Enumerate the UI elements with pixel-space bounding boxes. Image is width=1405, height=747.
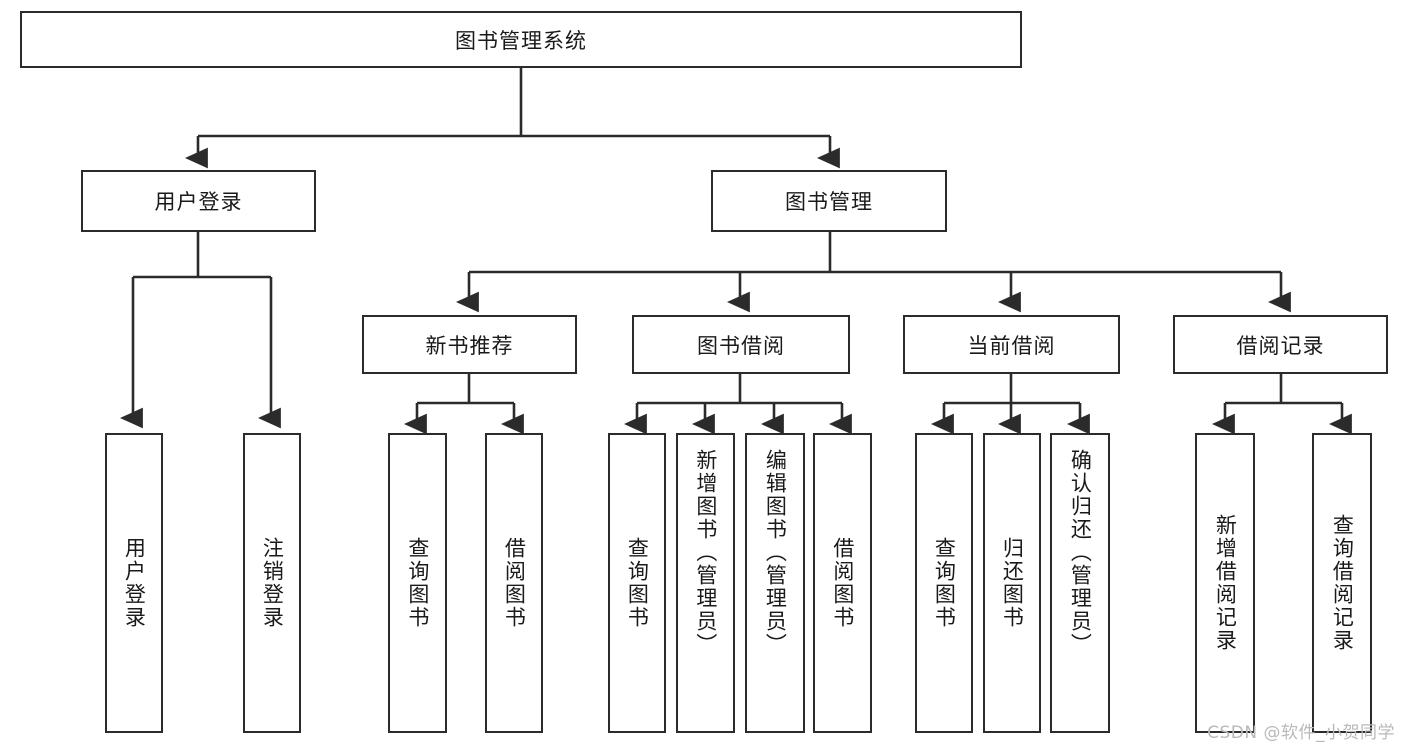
- node-leaf-query-book-1[interactable]: 查询图书: [388, 433, 447, 733]
- node-leaf-edit-book[interactable]: 编辑图书（管理员）: [745, 433, 805, 733]
- node-label: 借阅记录: [1236, 333, 1325, 358]
- node-label: 编辑图书（管理员）: [763, 449, 788, 656]
- node-label: 查询借阅记录: [1330, 514, 1355, 652]
- node-leaf-borrow-book-1[interactable]: 借阅图书: [485, 433, 543, 733]
- node-book-borrow[interactable]: 图书借阅: [632, 315, 850, 374]
- node-label: 确认归还（管理员）: [1068, 449, 1093, 656]
- node-leaf-user-logout[interactable]: 注销登录: [243, 433, 301, 733]
- node-label: 新增借阅记录: [1213, 514, 1238, 652]
- node-leaf-query-record[interactable]: 查询借阅记录: [1312, 433, 1372, 733]
- node-leaf-user-login[interactable]: 用户登录: [105, 433, 163, 733]
- node-label: 查询图书: [932, 537, 957, 629]
- node-label: 当前借阅: [967, 333, 1056, 358]
- node-label: 用户登录: [154, 190, 243, 214]
- node-label: 归还图书: [1000, 537, 1025, 629]
- node-leaf-add-book[interactable]: 新增图书（管理员）: [676, 433, 735, 733]
- node-label: 查询图书: [405, 537, 430, 629]
- node-label: 新增图书（管理员）: [693, 449, 718, 656]
- node-borrow-record[interactable]: 借阅记录: [1173, 315, 1388, 374]
- node-leaf-return-book[interactable]: 归还图书: [983, 433, 1041, 733]
- node-label: 新书推荐: [425, 333, 514, 358]
- node-root-system[interactable]: 图书管理系统: [20, 11, 1022, 68]
- node-leaf-add-record[interactable]: 新增借阅记录: [1195, 433, 1255, 733]
- node-leaf-query-book-2[interactable]: 查询图书: [608, 433, 666, 733]
- node-label: 用户登录: [122, 537, 147, 629]
- node-current-borrow[interactable]: 当前借阅: [903, 315, 1120, 374]
- node-label: 图书管理: [785, 190, 873, 214]
- node-label: 借阅图书: [830, 537, 855, 629]
- node-leaf-query-book-3[interactable]: 查询图书: [915, 433, 973, 733]
- node-user-login[interactable]: 用户登录: [81, 170, 316, 232]
- node-leaf-confirm-return[interactable]: 确认归还（管理员）: [1050, 433, 1110, 733]
- node-label: 借阅图书: [502, 537, 527, 629]
- node-label: 注销登录: [260, 537, 285, 629]
- node-new-book-recommend[interactable]: 新书推荐: [362, 315, 577, 374]
- node-label: 图书借阅: [697, 333, 785, 358]
- node-book-management[interactable]: 图书管理: [711, 170, 947, 232]
- node-leaf-borrow-book-2[interactable]: 借阅图书: [813, 433, 872, 733]
- watermark-text: CSDN @软件_小贺同学: [1207, 723, 1395, 743]
- node-label: 查询图书: [625, 537, 650, 629]
- node-label: 图书管理系统: [455, 28, 587, 53]
